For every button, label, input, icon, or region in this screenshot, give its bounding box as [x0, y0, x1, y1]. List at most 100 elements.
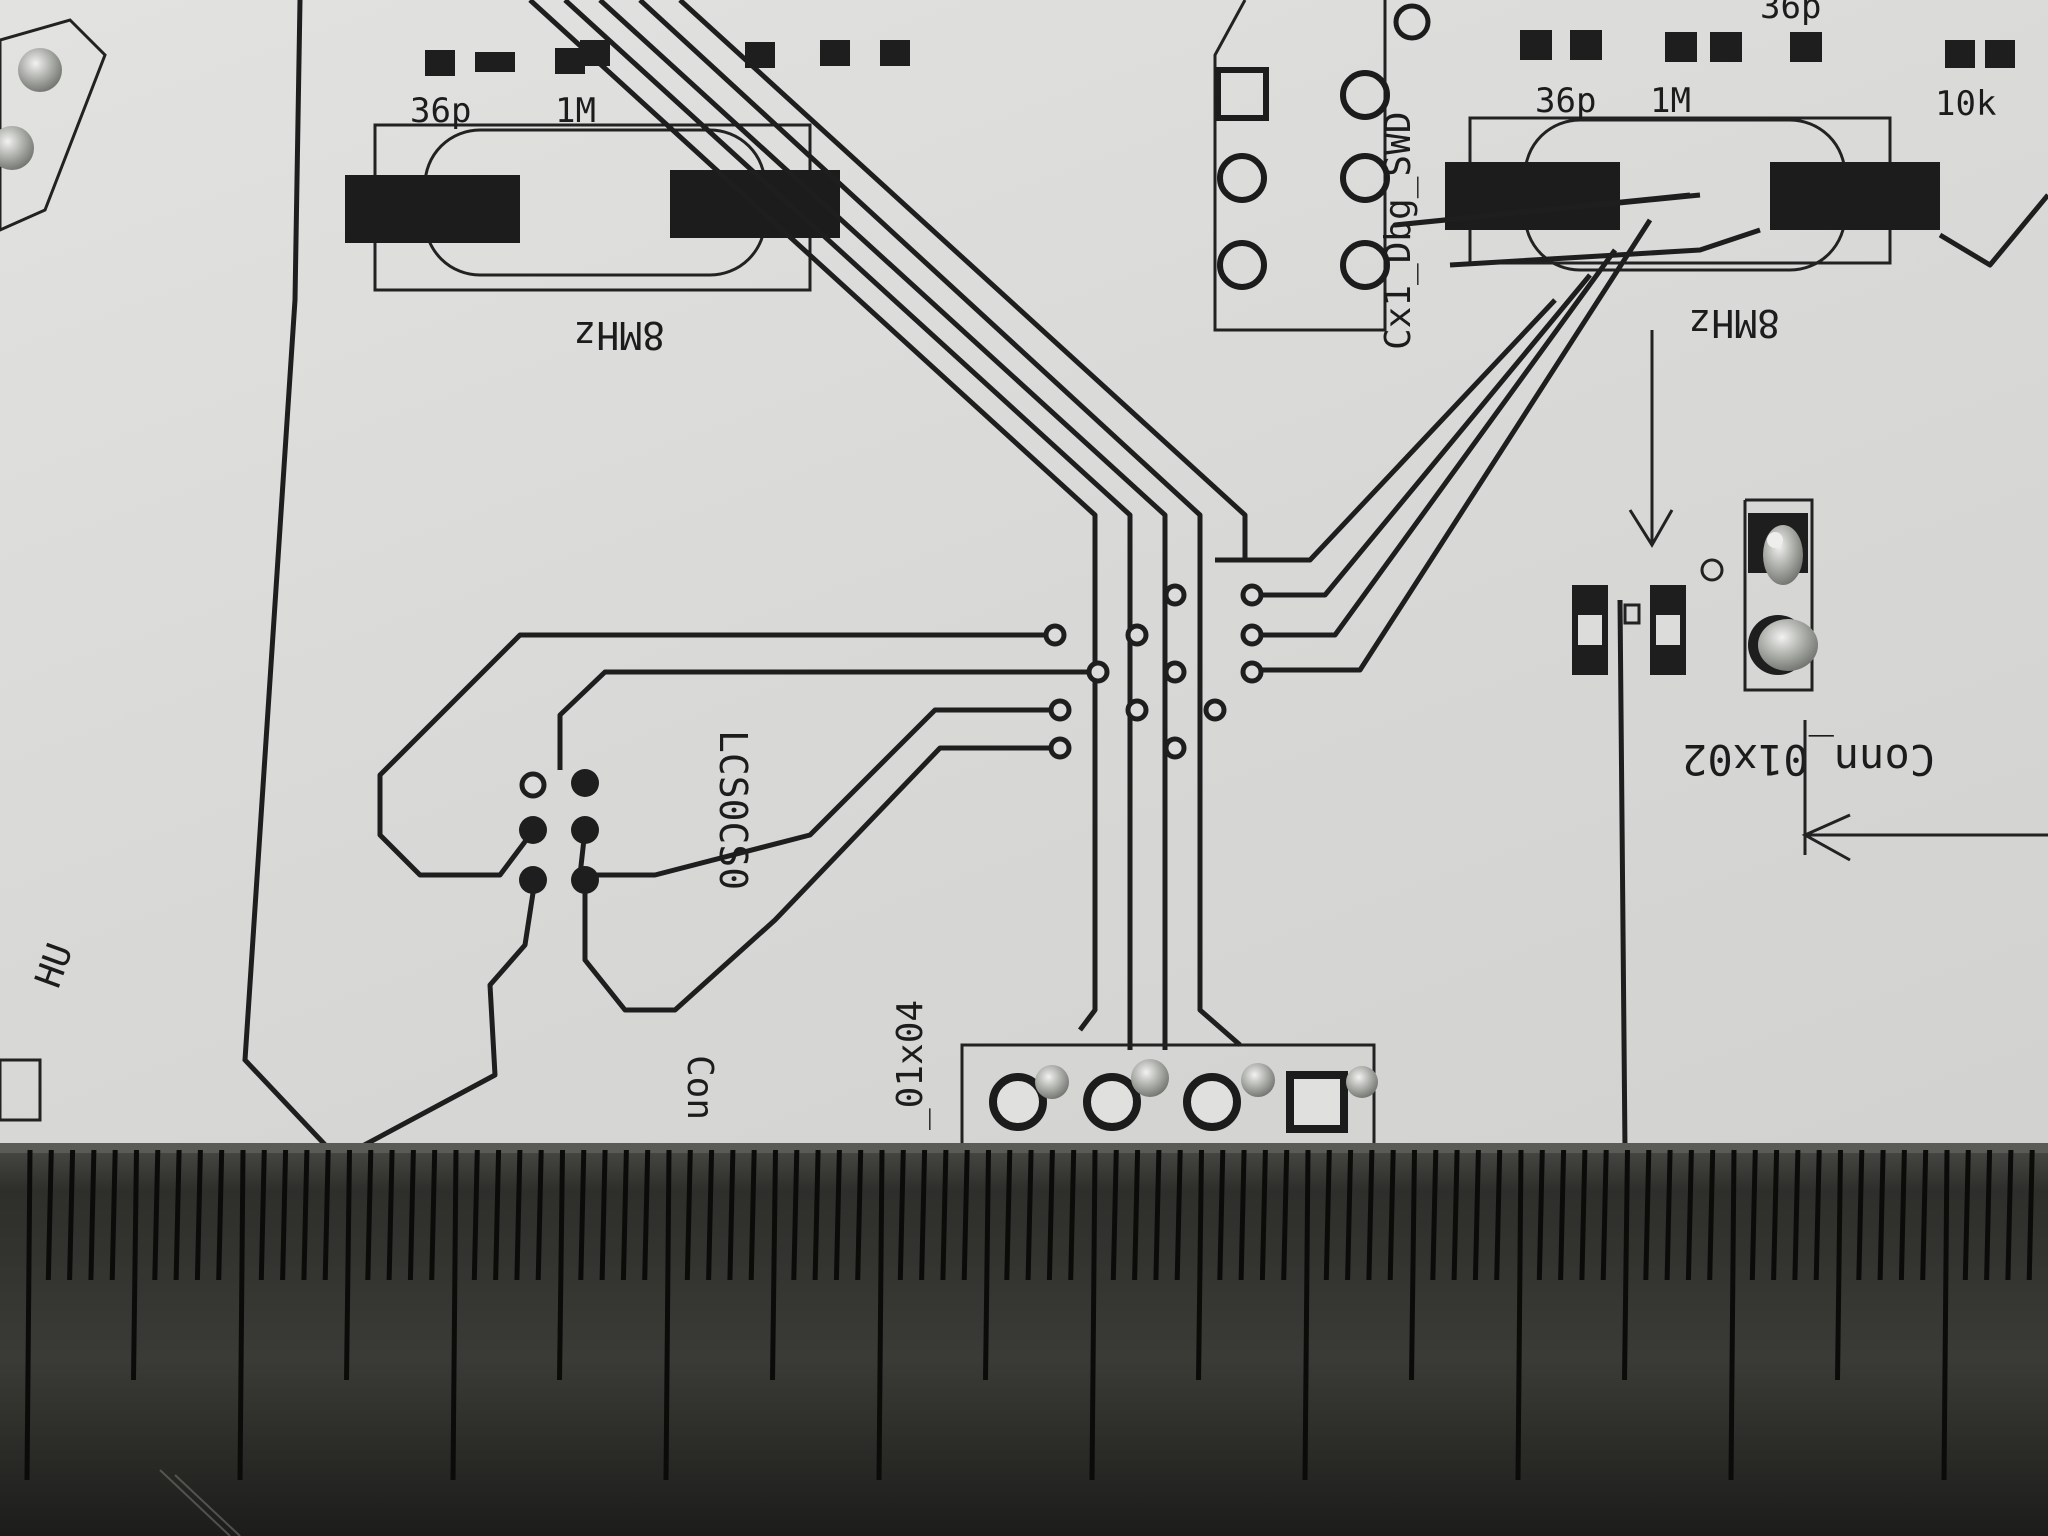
- ruler-tick: [1153, 1149, 1162, 1281]
- header-4pin: [960, 1043, 1378, 1162]
- ruler-tick: [45, 1149, 54, 1281]
- ruler-tick: [1281, 1149, 1290, 1281]
- ruler-tick: [1004, 1149, 1013, 1281]
- res-right-label: 1M: [1650, 81, 1691, 121]
- ruler-tick: [1259, 1149, 1268, 1281]
- ruler-tick: [1962, 1149, 1971, 1281]
- ruler-tick: [1409, 1149, 1417, 1381]
- ruler-tick: [1558, 1149, 1567, 1281]
- ruler-tick: [1898, 1149, 1907, 1281]
- ruler-tick: [1579, 1149, 1588, 1281]
- right-smd-parts: [1520, 30, 2015, 68]
- ruler-tick: [791, 1149, 800, 1281]
- board-outline: [242, 0, 1628, 1152]
- ruler-tick: [812, 1149, 821, 1281]
- swd-debug-footprint: [1213, 0, 1431, 332]
- ruler-tick: [109, 1149, 118, 1281]
- crystal-left-label: 8MHz: [573, 313, 665, 357]
- ruler-tick: [301, 1149, 310, 1281]
- header-4-label-prefix: Con: [679, 1055, 720, 1120]
- ruler-tick: [1174, 1149, 1183, 1281]
- ruler-tick: [1025, 1149, 1034, 1281]
- ruler-tick: [1068, 1149, 1077, 1281]
- ruler-tick: [344, 1149, 352, 1381]
- ruler-tick: [131, 1149, 139, 1381]
- ruler-tick: [1366, 1149, 1375, 1281]
- conn-2-label: Conn_01x02: [1682, 735, 1935, 784]
- ruler-tick: [1664, 1149, 1673, 1281]
- ruler-tick: [1941, 1149, 1950, 1481]
- ruler-highlights: [159, 1469, 241, 1536]
- ruler-tick: [535, 1149, 544, 1281]
- ruler-tick: [1345, 1149, 1354, 1281]
- crystal-right-label: 8MHz: [1688, 301, 1780, 345]
- ruler-tick: [67, 1149, 76, 1281]
- dimension-arrows: [1628, 330, 2048, 862]
- ruler-tick: [684, 1149, 693, 1281]
- ruler-tick: [1536, 1149, 1545, 1281]
- ruler-tick: [599, 1149, 608, 1281]
- ruler-tick: [1622, 1149, 1630, 1381]
- crystal-left-footprint: [345, 123, 840, 292]
- ruler-tick: [88, 1149, 97, 1281]
- ruler-tick: [24, 1149, 33, 1481]
- ruler-tick: [727, 1149, 736, 1281]
- ruler-tick: [1749, 1149, 1758, 1281]
- ruler-tick: [706, 1149, 715, 1281]
- ruler-tick: [1451, 1149, 1460, 1281]
- ruler-tick: [1323, 1149, 1332, 1281]
- ruler-tick: [770, 1149, 778, 1381]
- ruler-tick: [2026, 1149, 2035, 1281]
- ruler-tick: [173, 1149, 182, 1281]
- ruler-tick: [620, 1149, 629, 1281]
- ruler-tick: [1813, 1149, 1822, 1281]
- ruler-tick: [940, 1149, 949, 1281]
- ruler-tick: [876, 1149, 885, 1481]
- ruler-tick: [1877, 1149, 1886, 1281]
- ruler-tick: [578, 1149, 587, 1281]
- res-left-label: 1M: [555, 91, 596, 131]
- edge-label: HU: [28, 938, 81, 993]
- ruler-ticks: [24, 1149, 2035, 1481]
- ruler-tick: [258, 1149, 267, 1281]
- cap-right-2-label: 36p: [1760, 0, 1821, 27]
- ruler-tick: [493, 1149, 502, 1281]
- ruler-tick: [1132, 1149, 1141, 1281]
- cap-right-label: 36p: [1535, 81, 1596, 121]
- left-smd-parts: [425, 40, 910, 76]
- ic-label: LCS0CS0: [711, 730, 755, 890]
- ruler-tick: [365, 1149, 374, 1281]
- ruler-tick: [897, 1149, 906, 1281]
- ruler-tick: [919, 1149, 928, 1281]
- ruler-tick: [1196, 1149, 1204, 1381]
- ruler-tick: [1643, 1149, 1652, 1281]
- metal-ruler: [0, 1143, 2048, 1536]
- ruler-tick: [1515, 1149, 1524, 1481]
- ruler-tick: [1472, 1149, 1481, 1281]
- ruler-tick: [1835, 1149, 1843, 1381]
- ruler-tick: [216, 1149, 225, 1281]
- ruler-tick: [983, 1149, 991, 1381]
- ruler-tick: [1046, 1149, 1055, 1281]
- cap-left-label: 36p: [410, 91, 471, 131]
- ruler-tick: [194, 1149, 203, 1281]
- ruler-tick: [833, 1149, 842, 1281]
- ruler-tick: [1494, 1149, 1503, 1281]
- ruler-tick: [1984, 1149, 1993, 1281]
- ruler-tick: [2005, 1149, 2014, 1281]
- ruler-tick: [642, 1149, 651, 1281]
- ruler-tick: [1238, 1149, 1247, 1281]
- ruler-tick: [557, 1149, 565, 1381]
- ruler-tick: [1856, 1149, 1865, 1281]
- ruler-tick: [322, 1149, 331, 1281]
- smd-near-connector: [1572, 558, 1724, 675]
- ruler-tick: [386, 1149, 395, 1281]
- left-edge-parts: [0, 18, 107, 1122]
- ruler-tick: [1387, 1149, 1396, 1281]
- ruler-tick: [1792, 1149, 1801, 1281]
- copper-traces: [353, 0, 2048, 1153]
- ruler-tick: [280, 1149, 289, 1281]
- header-4-label: _01x04: [890, 1000, 931, 1130]
